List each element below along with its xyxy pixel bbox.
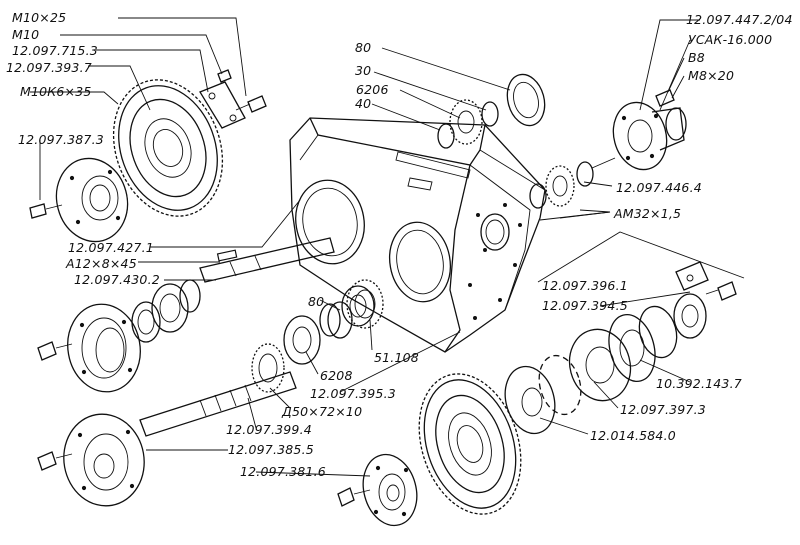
label-12-097-430-2: 12.097.430.2 [74, 272, 160, 287]
label-12-097-397-3: 12.097.397.3 [620, 402, 706, 417]
label-40: 40 [355, 96, 371, 111]
label-10-392-143-7: 10.392.143.7 [656, 376, 742, 391]
bearing-cover-center [337, 453, 418, 527]
bearing-cover-left [37, 303, 141, 393]
label-12-097-446-4: 12.097.446.4 [616, 180, 702, 195]
label-12-097-395-3: 12.097.395.3 [310, 386, 396, 401]
label-6208: 6208 [320, 368, 353, 383]
label-12-097-447-2-04: 12.097.447.2/04 [686, 12, 793, 27]
part-labels: M10×25 M10 12.097.715.3 12.097.393.7 M10… [6, 10, 793, 479]
label-12-097-387-3: 12.097.387.3 [18, 132, 104, 147]
bolt-m10x25 [217, 69, 267, 113]
bearing-cover-bottom [37, 413, 145, 507]
label-12-097-381-6: 12.097.381.6 [240, 464, 326, 479]
label-12-097-394-5: 12.097.394.5 [542, 298, 628, 313]
label-d50x72x10: Д50×72×10 [281, 404, 362, 419]
label-m10k6x35: M10К6×35 [20, 84, 92, 99]
bearing-stack-top [437, 73, 546, 149]
bearing-stack-right [529, 157, 616, 209]
label-m10: M10 [12, 27, 39, 42]
label-80-top: 80 [355, 40, 371, 55]
label-12-097-427-1: 12.097.427.1 [68, 240, 154, 255]
output-shaft [139, 285, 375, 437]
clutch-assembly [504, 261, 737, 435]
label-m10x25: M10×25 [12, 10, 66, 25]
label-am32x1-5: АМ32×1,5 [613, 206, 681, 221]
label-12-097-393-7: 12.097.393.7 [6, 60, 92, 75]
label-6206: 6206 [356, 82, 389, 97]
input-shaft [131, 237, 335, 343]
label-80-mid: 80 [308, 294, 324, 309]
flange-cover-top [29, 157, 129, 243]
oil-seal-cover [612, 89, 687, 171]
label-51-108: 51.108 [374, 350, 419, 365]
label-12-097-385-5: 12.097.385.5 [228, 442, 314, 457]
gearbox-housing [289, 117, 546, 353]
large-gear-top [112, 79, 224, 217]
label-usak-16-000: УСАК-16.000 [688, 32, 772, 47]
label-a12x8x45: А12×8×45 [65, 256, 137, 271]
label-30: 30 [355, 63, 371, 78]
label-12-097-396-1: 12.097.396.1 [542, 278, 628, 293]
bearing-stack-middle [327, 279, 384, 339]
label-12-097-715-3: 12.097.715.3 [12, 43, 98, 58]
leader-lines [30, 17, 745, 477]
label-m8x20: М8×20 [688, 68, 734, 83]
label-12-097-399-4: 12.097.399.4 [226, 422, 312, 437]
label-12-014-584-0: 12.014.584.0 [590, 428, 676, 443]
large-gear-bottom [418, 373, 522, 515]
label-b8: В8 [688, 50, 705, 65]
lock-plate [199, 81, 246, 129]
